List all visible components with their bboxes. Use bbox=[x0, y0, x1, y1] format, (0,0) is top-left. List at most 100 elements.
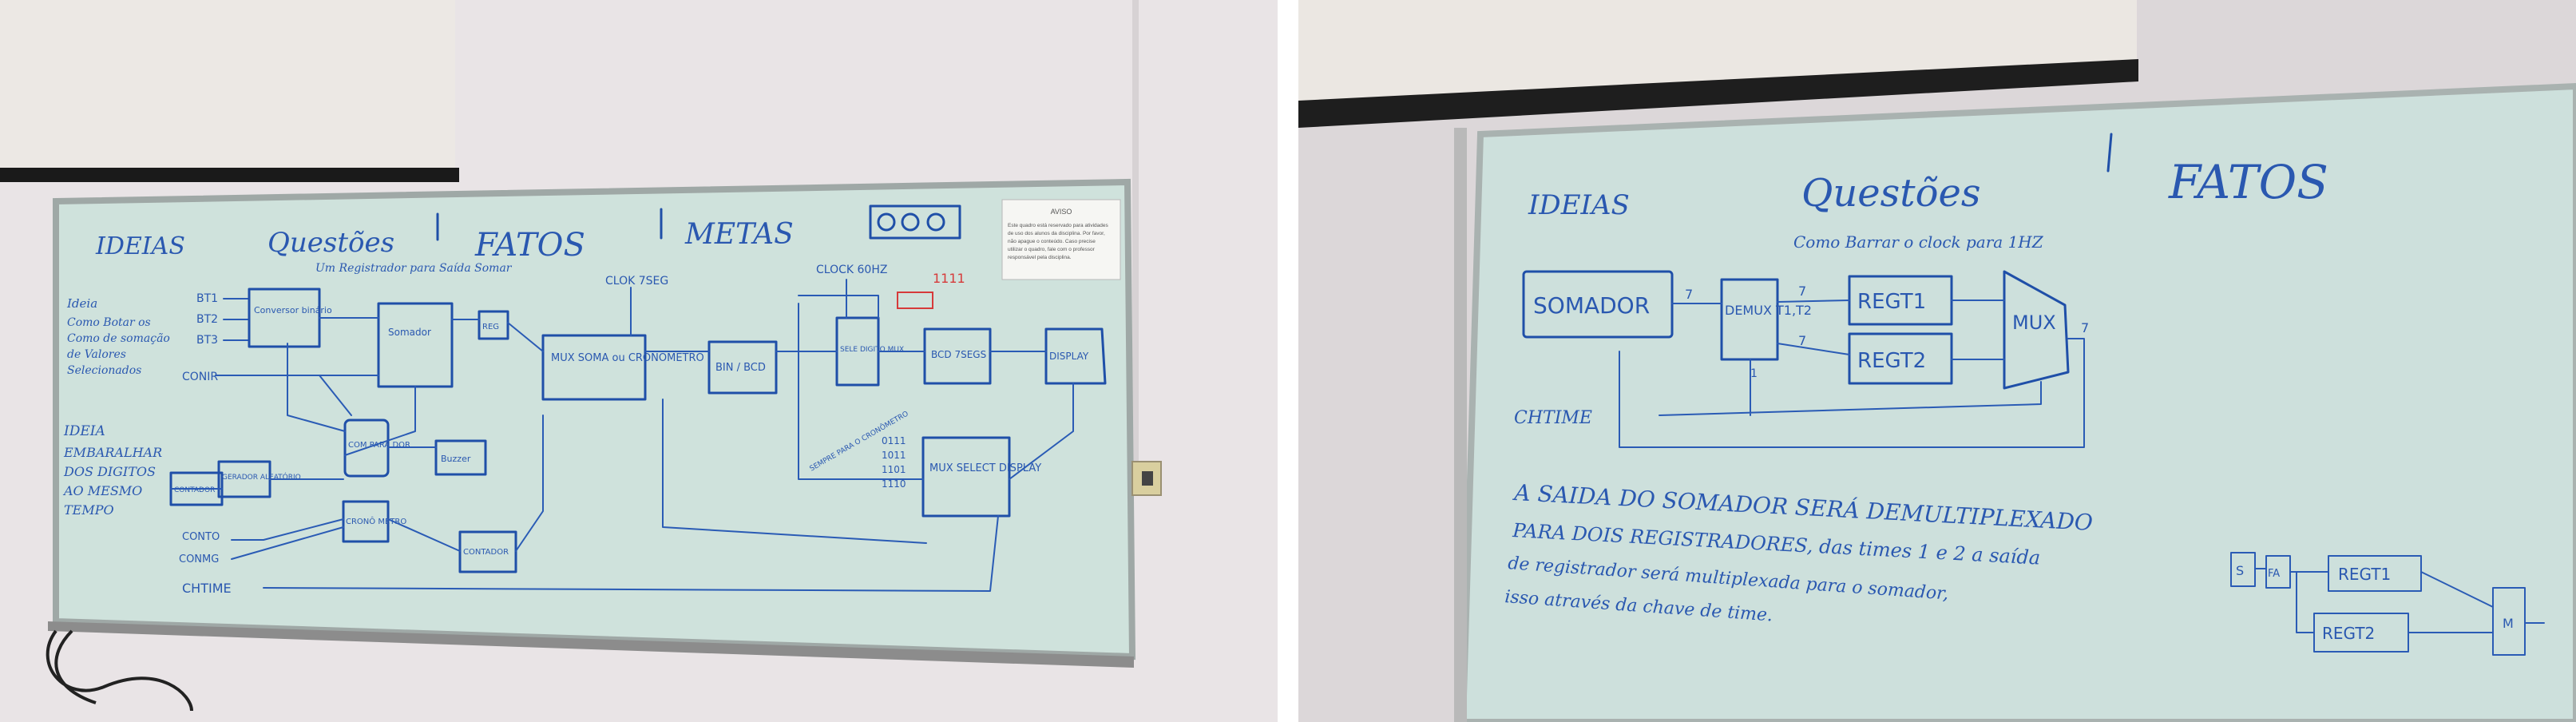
board-frame-left bbox=[1454, 128, 1467, 722]
divider-stroke bbox=[2106, 133, 2113, 173]
block-buzzer bbox=[434, 439, 487, 476]
wire bbox=[319, 317, 1047, 352]
input-bt2: BT2 bbox=[196, 313, 218, 326]
digit-mark bbox=[926, 212, 945, 232]
wire bbox=[387, 399, 927, 552]
paper-line: de uso dos alunos da disciplina. Por fav… bbox=[1008, 231, 1105, 236]
block-contador-label: CONTADOR bbox=[463, 548, 509, 557]
idea-text: Ideia bbox=[66, 296, 97, 311]
idea-text: Como de somação bbox=[67, 332, 170, 345]
question-text: Como Barrar o clock para 1HZ bbox=[1793, 232, 2044, 252]
sequence-item: 1110 bbox=[882, 478, 906, 490]
signal-chtime: CHTIME bbox=[1514, 408, 1592, 428]
projector-screen-bar bbox=[0, 168, 459, 182]
block-buzzer-label: Buzzer bbox=[441, 454, 471, 464]
mini-regt1-label: REGT1 bbox=[2338, 565, 2391, 584]
wire bbox=[798, 303, 1074, 480]
idea-text: Selecionados bbox=[67, 364, 141, 377]
red-note: 1111 bbox=[933, 271, 965, 286]
projector-screen-bar bbox=[1298, 59, 2138, 128]
sequence-item: 0111 bbox=[882, 435, 906, 446]
block-mux-select-label: MUX SELECT DISPLAY bbox=[929, 462, 1041, 474]
cables bbox=[46, 629, 193, 712]
mini-wire bbox=[2254, 568, 2545, 633]
signal-conir: CONIR bbox=[182, 371, 218, 383]
block-display-label: DISPLAY bbox=[1049, 351, 1089, 362]
wire bbox=[170, 478, 344, 560]
wire bbox=[263, 515, 999, 592]
block-bcd-7segs bbox=[923, 327, 992, 385]
bus-label: 7 bbox=[1798, 284, 1806, 299]
mini-fa-label: FA bbox=[2268, 568, 2280, 580]
paper-line: utilizar o quadro, fale com o professor bbox=[1008, 247, 1096, 252]
idea-text: IDEIA bbox=[63, 423, 105, 439]
heading-metas: METAS bbox=[684, 218, 794, 251]
input-bt1: BT1 bbox=[196, 292, 218, 305]
wire bbox=[1619, 300, 2085, 448]
heading-fatos: FATOS bbox=[474, 227, 585, 264]
block-somador-label: SOMADOR bbox=[1533, 292, 1650, 319]
block-bin-bcd-label: BIN / BCD bbox=[715, 362, 766, 374]
left-scene: AVISO Este quadro está reservado para at… bbox=[0, 0, 1278, 722]
signal-conto: CONTO bbox=[182, 531, 220, 543]
block-comparador-label: COM PARA DOR bbox=[348, 441, 410, 450]
bus-label: 7 bbox=[2081, 320, 2089, 335]
photo-right-whiteboard: IDEIAS Questões FATOS Como Barrar o cloc… bbox=[1298, 0, 2576, 722]
wire bbox=[287, 343, 416, 456]
block-regt1-label: REGT1 bbox=[1857, 290, 1926, 314]
paper-line: não apague o conteúdo. Caso precise bbox=[1008, 239, 1096, 244]
block-reg bbox=[478, 310, 509, 340]
idea-text: AO MESMO bbox=[62, 483, 142, 498]
block-display bbox=[1044, 327, 1107, 385]
idea-text: TEMPO bbox=[64, 502, 114, 518]
idea-text: de Valores bbox=[67, 348, 126, 361]
block-cronometro bbox=[342, 500, 390, 543]
paper-title: AVISO bbox=[1051, 208, 1072, 216]
block-bin-bcd bbox=[707, 340, 778, 395]
bus-label: 7 bbox=[1685, 287, 1693, 302]
heading-questoes: Questões bbox=[268, 227, 394, 259]
signal-clk-7seg: CLOK 7SEG bbox=[605, 275, 668, 288]
sequence-item: 1011 bbox=[882, 450, 906, 461]
projector-screen bbox=[0, 0, 455, 176]
block-bcd-7segs-label: BCD 7SEGS bbox=[931, 349, 986, 360]
block-mux-label: MUX bbox=[2012, 311, 2056, 334]
mini-regt1 bbox=[2328, 555, 2422, 592]
sel-label: 1 bbox=[1750, 367, 1758, 380]
block-sele-digito-label: SELE DIGITO MUX bbox=[840, 346, 904, 354]
idea-text: DOS DIGITOS bbox=[63, 464, 156, 479]
mini-m bbox=[2492, 587, 2526, 656]
marker-tray bbox=[48, 621, 1134, 668]
sequence-item: 1101 bbox=[882, 464, 906, 475]
heading-ideias: IDEIAS bbox=[95, 232, 185, 260]
paper-line: Este quadro está reservado para atividad… bbox=[1008, 223, 1108, 228]
input-bt3: BT3 bbox=[196, 334, 218, 347]
heading-fatos: FATOS bbox=[2168, 155, 2328, 209]
block-cronometro-label: CRONÔ METRO bbox=[346, 516, 406, 526]
bus-label: 7 bbox=[1798, 333, 1806, 348]
block-reg-label: REG bbox=[482, 323, 499, 331]
conduit-pipe bbox=[1132, 0, 1139, 479]
block-mux bbox=[2003, 270, 2070, 390]
mini-m-label: M bbox=[2503, 616, 2514, 631]
wire bbox=[1659, 359, 2042, 416]
block-conversor-label: Conversor binário bbox=[254, 305, 332, 315]
digit-mark bbox=[901, 212, 920, 232]
block-counter-left-label: CONTADOR bbox=[174, 486, 215, 494]
note-question: Um Registrador para Saída Somar bbox=[315, 262, 513, 275]
idea-text: EMBARALHAR bbox=[63, 445, 162, 460]
red-sketch bbox=[897, 292, 933, 309]
signal-clock-60hz: CLOCK 60HZ bbox=[816, 264, 887, 276]
block-mux-select bbox=[921, 436, 1011, 518]
outlet-socket bbox=[1142, 471, 1153, 486]
projector-screen bbox=[1298, 0, 2137, 102]
photo-left-whiteboard: AVISO Este quadro está reservado para at… bbox=[0, 0, 1278, 722]
block-gerador-label: GERADOR ALEATÓRIO bbox=[222, 472, 301, 482]
block-regt2-label: REGT2 bbox=[1857, 349, 1926, 373]
paper-notice bbox=[1001, 199, 1121, 280]
signal-chtime: CHTIME bbox=[182, 581, 232, 596]
signal-conmg: CONMG bbox=[179, 553, 219, 565]
block-demux-label: DEMUX T1,T2 bbox=[1725, 303, 1812, 318]
digits-box bbox=[869, 204, 961, 240]
idea-text: Como Botar os bbox=[67, 316, 151, 329]
